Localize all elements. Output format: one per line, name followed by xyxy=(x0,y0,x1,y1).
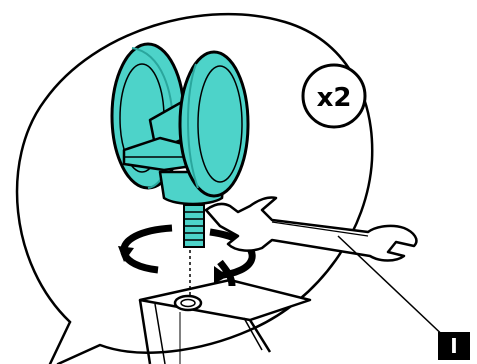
caster-wheel-icon xyxy=(112,44,248,204)
open-end-wrench-icon xyxy=(206,197,416,260)
part-label: I xyxy=(438,332,470,360)
part-leader-line xyxy=(338,236,450,342)
quantity-badge: x2 xyxy=(303,65,365,127)
part-label-text: I xyxy=(450,334,457,358)
quantity-badge-text: x2 xyxy=(317,83,352,113)
threaded-stem xyxy=(184,205,204,247)
